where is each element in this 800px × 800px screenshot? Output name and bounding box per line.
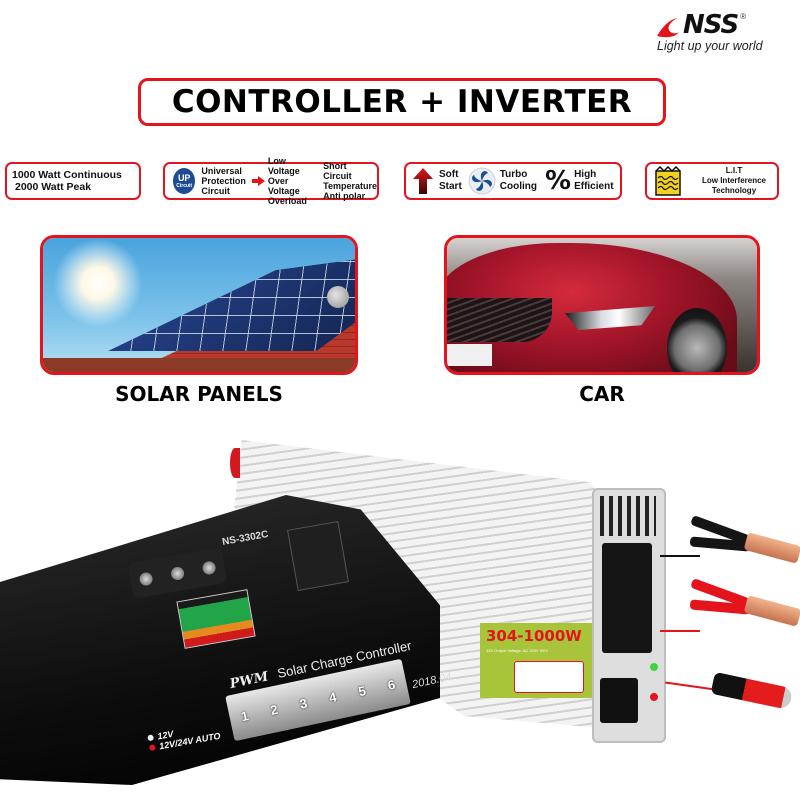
inverter-model: 304-1000W — [486, 627, 582, 645]
status-led-green — [650, 663, 658, 671]
solar-panels-image — [40, 235, 358, 375]
registered-mark: ® — [740, 12, 747, 21]
page-title: CONTROLLER + INVERTER — [171, 84, 633, 120]
percent-icon: % — [545, 166, 572, 196]
satellite-dish — [327, 286, 349, 308]
ac-socket — [602, 543, 652, 653]
power-peak: 2000 Watt Peak — [15, 181, 92, 193]
fan-icon — [468, 167, 496, 195]
status-led-red — [650, 693, 658, 701]
brand-tagline: Light up your world — [657, 39, 763, 53]
up-circuit-badge-icon: UP Circuit — [173, 168, 196, 194]
feature-performance: Soft Start Turbo Cooling % High Efficien… — [404, 162, 622, 200]
black-cable — [660, 555, 700, 557]
feature-power-rating: 1000 Watt Continuous 2000 Watt Peak — [5, 162, 141, 200]
arrow-up-icon — [413, 168, 433, 194]
swoosh-logo-icon — [657, 18, 679, 38]
soft-start-label: Soft Start — [439, 169, 462, 192]
inverter-spec: 12V Output Voltage: AC 220V 0/0V — [486, 648, 549, 653]
inverter-front-panel — [592, 488, 666, 743]
lit-label: L.I.T Low Interference Technology — [701, 166, 766, 195]
work-mode-button — [287, 520, 349, 592]
low-interference-icon — [655, 166, 681, 196]
cigarette-lighter-plug — [710, 671, 794, 711]
arrow-right-icon — [251, 176, 265, 186]
protection-list-1: Low Voltage Over Voltage Overload — [267, 156, 307, 206]
inverter-product: 304-1000W 12V Output Voltage: AC 220V 0/… — [230, 428, 666, 748]
inverter-label: 304-1000W 12V Output Voltage: AC 220V 0/… — [480, 623, 600, 698]
feature-lit: L.I.T Low Interference Technology — [645, 162, 779, 200]
feature-protection: UP Circuit Universal Protection Circuit … — [163, 156, 379, 206]
brand-name: NSS — [683, 10, 739, 40]
turbo-cooling-label: Turbo Cooling — [499, 169, 538, 192]
car-image — [444, 235, 760, 375]
solar-panels-label: SOLAR PANELS — [115, 382, 283, 406]
car-label: CAR — [579, 382, 625, 406]
high-efficient-label: High Efficient — [574, 169, 614, 192]
protection-list-2: Short Circuit Temperature Anti polar — [323, 161, 377, 201]
cigarette-cable — [665, 681, 715, 691]
brand-logo: NSS ® Light up your world — [655, 12, 795, 64]
red-cable — [660, 630, 700, 632]
page-title-box: CONTROLLER + INVERTER — [138, 78, 666, 126]
protection-label: Universal Protection Circuit — [201, 166, 246, 196]
power-continuous: 1000 Watt Continuous — [12, 169, 122, 181]
power-switch — [600, 678, 638, 723]
